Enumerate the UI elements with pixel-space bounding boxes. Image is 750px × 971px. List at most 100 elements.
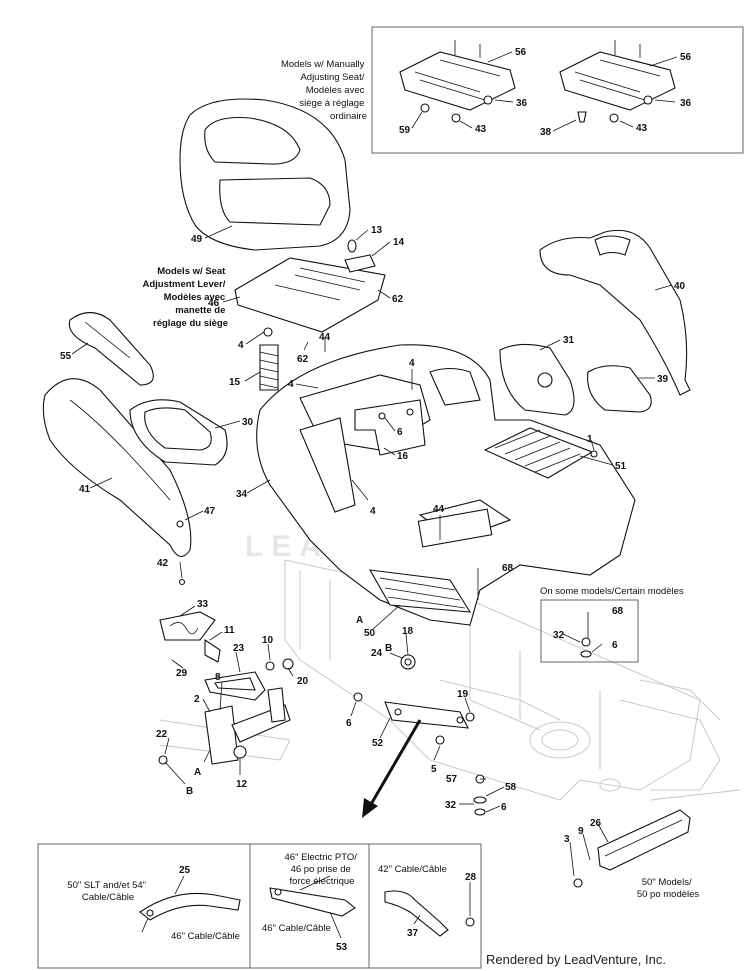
- callout-49: 49: [191, 234, 203, 245]
- cable-box: [37, 843, 482, 969]
- note-manual-seat-3: Modèles avec: [306, 85, 365, 96]
- leader-lines: [71, 51, 678, 939]
- fender-part-41: [42, 378, 192, 557]
- callout-44-b: 44: [433, 504, 445, 515]
- callout-43: 43: [475, 124, 487, 135]
- note-cable-slt-2: Cable/Câble: [82, 892, 134, 903]
- footer-credit: Rendered by LeadVenture, Inc.: [486, 952, 666, 967]
- callout-4-b: 4: [288, 379, 294, 390]
- hardware-fasteners: [158, 450, 598, 888]
- svg-text:Models w/ Manually Adjusti: Models w/ Manually Adjusting Seat/ Modèl…: [281, 59, 367, 122]
- handle-part-23: [204, 671, 266, 701]
- callout-39: 39: [657, 374, 669, 385]
- tray-part-30: [129, 399, 228, 466]
- note-cable-46-b: 46" Cable/Câble: [262, 923, 331, 934]
- callout-31: 31: [563, 335, 575, 346]
- note-cable-42: 42" Cable/Câble: [378, 864, 447, 875]
- callout-46: 46: [208, 298, 220, 309]
- manual-seat-box: [371, 26, 744, 154]
- callout-25: 25: [179, 865, 191, 876]
- callout-10: 10: [262, 635, 274, 646]
- callout-57: 57: [446, 774, 458, 785]
- callout-6-c: 6: [346, 718, 352, 729]
- callout-32-b: 32: [445, 800, 457, 811]
- pulley-part-24: [400, 654, 416, 670]
- note-seat-lever-5: réglage du siège: [153, 318, 228, 329]
- callout-32: 32: [553, 630, 565, 641]
- note-seat-lever-3: Modèles avec: [164, 292, 226, 303]
- plate-part-44: [417, 508, 493, 548]
- note-manual-seat-5: ordinaire: [330, 111, 367, 122]
- callout-40: 40: [674, 281, 686, 292]
- callout-68-b: 68: [612, 606, 624, 617]
- svg-text:46" Electric PTO/ 46 po pr: 46" Electric PTO/ 46 po prise de force é…: [285, 852, 360, 887]
- callout-56: 56: [515, 47, 527, 58]
- rear-panel-part-39: [587, 365, 652, 413]
- note-seat-lever-2: Adjustment Lever/: [142, 279, 225, 290]
- callout-1: 1: [587, 434, 593, 445]
- note-electric-pto-3: force électrique: [290, 876, 355, 887]
- note-cable-46-a: 46" Cable/Câble: [171, 931, 240, 942]
- link-part-52: [384, 701, 469, 729]
- callout-numbers: 56 36 43 59 56 36 43 38 49 13 14 46 62 6…: [60, 47, 692, 953]
- svg-text:50" SLT and/et 54" Cable/C: 50" SLT and/et 54" Cable/Câble: [67, 880, 148, 903]
- callout-23: 23: [233, 643, 245, 654]
- callout-34: 34: [236, 489, 248, 500]
- callout-36-alt: 36: [680, 98, 692, 109]
- callout-36: 36: [516, 98, 528, 109]
- callout-15: 15: [229, 377, 241, 388]
- note-cable-slt-1: 50" SLT and/et 54": [67, 880, 146, 891]
- cable-part-25: [139, 892, 241, 921]
- callout-3: 3: [564, 834, 570, 845]
- callout-22: 22: [156, 729, 168, 740]
- callout-14: 14: [393, 237, 405, 248]
- callout-13: 13: [371, 225, 383, 236]
- callout-4-c: 4: [409, 358, 415, 369]
- callout-56-alt: 56: [680, 52, 692, 63]
- callout-9: 9: [578, 826, 584, 837]
- callout-68: 68: [502, 563, 514, 574]
- note-manual-seat-1: Models w/ Manually: [281, 59, 365, 70]
- some-models-box: [540, 599, 639, 663]
- callout-24: 24: [371, 648, 383, 659]
- cable-part-37: [384, 890, 475, 937]
- seat-bracket-part-56: [399, 40, 516, 123]
- spring-part-15: [259, 327, 279, 391]
- seat-pan-part-46: [234, 239, 386, 333]
- seat-part-49: [179, 98, 351, 251]
- callout-30: 30: [242, 417, 254, 428]
- callout-29: 29: [176, 668, 188, 679]
- callout-38: 38: [540, 127, 552, 138]
- note-some-models: On some models/Certain modèles: [540, 586, 684, 597]
- dash-panel-part-31: [499, 343, 575, 416]
- svg-text:50" Models/ 50 po modèles: 50" Models/ 50 po modèles: [637, 877, 700, 900]
- callout-B-2: B: [186, 786, 193, 797]
- callout-52: 52: [372, 738, 384, 749]
- note-models-50-2: 50 po modèles: [637, 889, 700, 900]
- seat-bracket-part-56-alt: [559, 40, 676, 123]
- callout-12: 12: [236, 779, 248, 790]
- callout-37: 37: [407, 928, 419, 939]
- callout-62-b: 62: [297, 354, 309, 365]
- callout-43-alt: 43: [636, 123, 648, 134]
- callout-41: 41: [79, 484, 91, 495]
- note-models-50-1: 50" Models/: [642, 877, 692, 888]
- callout-28: 28: [465, 872, 477, 883]
- callout-B: B: [385, 643, 392, 654]
- callout-11: 11: [224, 625, 235, 636]
- callout-44: 44: [319, 332, 331, 343]
- callout-51: 51: [615, 461, 627, 472]
- callout-A: A: [356, 615, 363, 626]
- fender-cap-part-55: [68, 311, 154, 386]
- note-manual-seat-4: siège à réglage: [299, 98, 364, 109]
- callout-6-d: 6: [501, 802, 507, 813]
- callout-4: 4: [238, 340, 244, 351]
- callout-33: 33: [197, 599, 209, 610]
- callout-8: 8: [215, 672, 221, 683]
- callout-6: 6: [397, 427, 403, 438]
- note-seat-lever-1: Models w/ Seat: [157, 266, 226, 277]
- callout-5: 5: [431, 764, 437, 775]
- note-electric-pto-2: 46 po prise de: [291, 864, 351, 875]
- callout-42: 42: [157, 558, 169, 569]
